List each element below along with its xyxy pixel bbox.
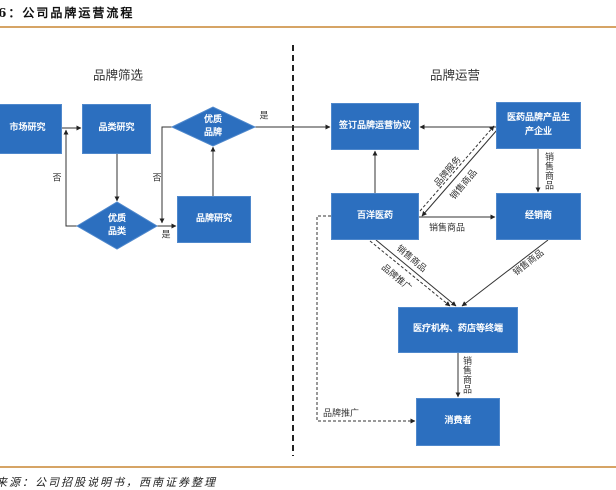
edge-distributor-to-terminal <box>461 239 549 307</box>
figure-title: 6：公司品牌运营流程 <box>0 6 135 20</box>
edge-manufacturer-to-baiyang-sales <box>421 129 498 217</box>
node-distributor: 经销商 <box>496 193 581 240</box>
label-category-no: 否 <box>52 173 62 184</box>
edge-baiyang-to-terminal-promo <box>369 240 451 307</box>
source-note: 来源：公司招股说明书，西南证券整理 <box>0 476 217 489</box>
label-brand-yes: 是 <box>259 111 269 122</box>
section-title-screening: 品牌筛选 <box>92 67 144 83</box>
edge-quality-category-no <box>63 129 77 227</box>
edge-quality-brand-no <box>159 126 172 224</box>
node-brand-research: 品牌研究 <box>177 196 251 243</box>
section-title-operation: 品牌运营 <box>429 67 481 83</box>
bottom-rule <box>0 466 616 468</box>
node-market-research: 市场研究 <box>0 104 62 154</box>
label-category-yes: 是 <box>161 230 171 241</box>
quality-brand-label: 优质 品牌 <box>203 114 223 138</box>
edge-baiyang-to-manufacturer-service <box>419 125 495 212</box>
node-baiyang: 百洋医药 <box>331 193 419 240</box>
edge-baiyang-to-terminal-sales <box>375 239 457 307</box>
label-baiyang-to-consumer-promo: 品牌推广 <box>323 409 360 419</box>
node-sign-agreement: 签订品牌运营协议 <box>331 103 419 150</box>
label-manufacturer-to-distributor-sales: 销售商品 <box>543 152 553 190</box>
edge-baiyang-to-consumer-promo <box>316 215 416 424</box>
label-brand-no: 否 <box>152 173 162 184</box>
node-terminal: 医疗机构、药店等终端 <box>398 307 518 353</box>
top-rule <box>0 26 616 28</box>
label-baiyang-to-distributor-sales: 销售商品 <box>428 223 466 234</box>
quality-brand-diamond <box>170 106 257 147</box>
quality-category-diamond <box>76 201 158 250</box>
node-manufacturer: 医药品牌产品生 产企业 <box>496 102 581 149</box>
quality-category-label: 优质 品类 <box>107 213 127 237</box>
node-category-research: 品类研究 <box>82 104 151 154</box>
node-consumer: 消费者 <box>416 398 500 446</box>
label-terminal-to-consumer-sales: 销售商品 <box>461 356 471 394</box>
